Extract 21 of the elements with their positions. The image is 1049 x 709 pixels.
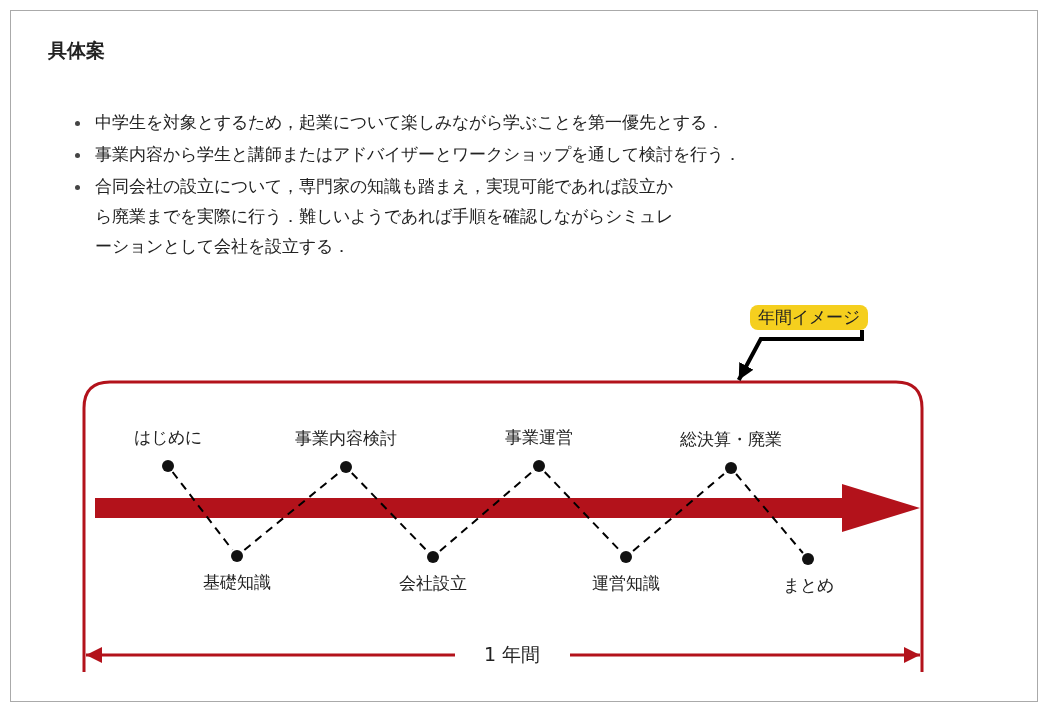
bullet-text: 事業内容から学生と講師またはアドバイザーとワークショップを通して検討を行う． [95, 144, 742, 166]
milestone-top: はじめに [134, 425, 202, 472]
bullet-text: 合同会社の設立について，専門家の知識も踏まえ，実現可能であれば設立から廃業までを実際に行う．難しいようであれば手順を確認しながらシミュレーションとして会社を設立する． [95, 176, 674, 258]
dashed-connector [350, 472, 429, 552]
milestone-top: 総決算・廃業 [680, 427, 782, 474]
milestone-bottom: 会社設立 [399, 551, 467, 595]
dashed-connector [439, 471, 533, 552]
dashed-connector [735, 473, 804, 554]
milestone-top: 事業内容検討 [295, 426, 397, 473]
milestone-bottom: 基礎知識 [203, 550, 271, 594]
milestone-bottom: 運営知識 [592, 551, 660, 595]
highlight-label: 年間イメージ [750, 305, 868, 330]
timeline-frame [82, 380, 924, 672]
dimension-label: 1 年間 [482, 642, 542, 667]
dashed-connector [243, 472, 340, 551]
milestone-top: 事業運営 [505, 425, 573, 472]
dashed-connector [632, 473, 725, 552]
bullet-text: 中学生を対象とするため，起業について楽しみながら学ぶことを第一優先とする． [95, 112, 725, 134]
leader-arrow [737, 330, 864, 381]
milestone-bottom: まとめ [782, 553, 834, 597]
page-title: 具体案 [48, 38, 105, 63]
